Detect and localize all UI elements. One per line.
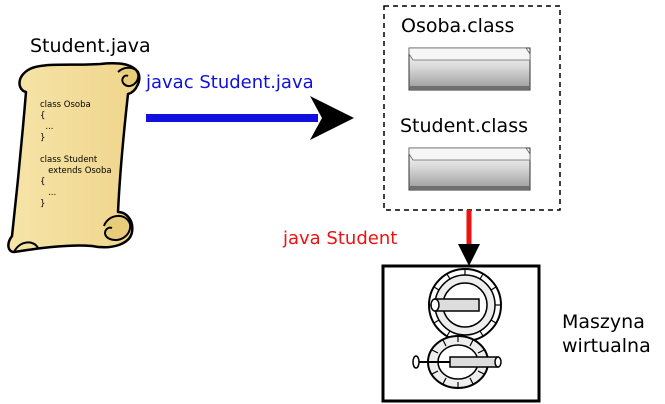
run-arrow-head — [458, 244, 480, 266]
code-line: extends Osoba — [40, 166, 112, 176]
file-icon — [408, 47, 531, 91]
code-line: ... — [40, 188, 57, 198]
class-file-label-student: Student.class — [400, 115, 528, 137]
compile-command-label: javac Student.java — [146, 72, 314, 93]
code-line — [40, 144, 112, 155]
vm-label-line1: Maszyna — [562, 311, 645, 333]
vm-label-line2: wirtualna — [562, 335, 651, 357]
code-line: { — [40, 111, 46, 121]
code-line: class Student — [40, 155, 98, 165]
code-line: } — [40, 199, 46, 209]
class-file-label-osoba: Osoba.class — [401, 15, 515, 37]
class-files-box — [383, 5, 561, 211]
code-line: class Osoba — [40, 100, 91, 110]
code-line: } — [40, 133, 46, 143]
code-line: ... — [40, 122, 54, 132]
source-code: class Osoba{ ...} class Student extends … — [40, 100, 112, 210]
code-line: { — [40, 177, 46, 187]
source-file-title: Student.java — [30, 35, 151, 57]
run-command-label: java Student — [283, 228, 398, 249]
gears-icon — [412, 268, 502, 389]
compile-arrow-head — [310, 96, 354, 140]
file-icon — [408, 147, 531, 191]
